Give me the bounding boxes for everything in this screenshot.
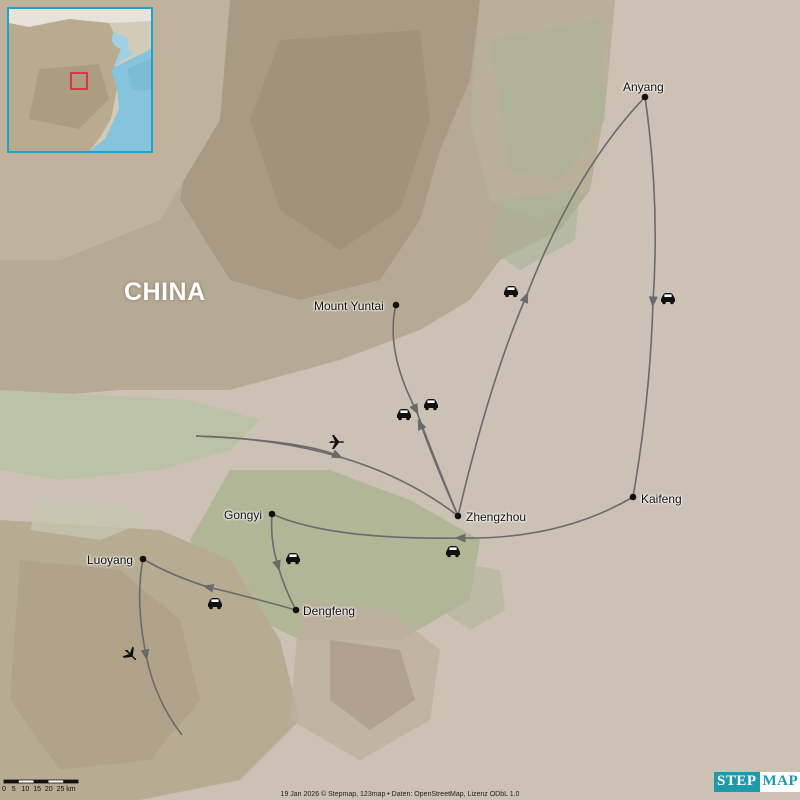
- route-kaifeng-gongyi: [454, 496, 634, 543]
- scale-bar-labels: 0 5 10 15 20 25 km: [2, 786, 76, 793]
- scale-tick: 25 km: [56, 786, 76, 793]
- route-dengfeng-luoyang: [202, 583, 297, 611]
- city-label-mount-yuntai: Mount Yuntai: [314, 299, 384, 313]
- city-dot-mount-yuntai: [392, 301, 400, 309]
- scale-bar: [3, 779, 79, 784]
- city-label-anyang: Anyang: [623, 80, 664, 94]
- route-anyang-kaifeng: [644, 96, 658, 308]
- country-label: CHINA: [124, 278, 206, 306]
- city-dot-kaifeng: [629, 493, 637, 501]
- route-mountyuntai-zhengzhou: [392, 304, 419, 415]
- scale-tick: 20: [44, 786, 53, 793]
- locator-highlight-box: [70, 72, 88, 90]
- city-label-gongyi: Gongyi: [224, 508, 263, 522]
- logo-part-map: MAP: [759, 772, 800, 792]
- logo-part-step: STEP: [714, 772, 760, 792]
- city-dot-gongyi: [268, 510, 276, 518]
- scale-tick: 15: [33, 786, 41, 793]
- city-dot-dengfeng: [292, 606, 300, 614]
- city-dot-zhengzhou: [454, 512, 462, 520]
- city-markers: [139, 93, 649, 614]
- city-dot-anyang: [641, 93, 649, 101]
- scale-tick: 0: [2, 786, 6, 793]
- route-zhengzhou-anyang: [457, 291, 529, 517]
- map-credits: 19 Jan 2026 © Stepmap, 123map • Daten: O…: [280, 791, 520, 798]
- route-gongyi-dengfeng: [270, 513, 281, 572]
- route-plane-luoyang-out: [138, 558, 150, 661]
- city-label-luoyang: Luoyang: [87, 553, 134, 567]
- city-dot-luoyang: [139, 555, 147, 563]
- city-label-kaifeng: Kaifeng: [641, 492, 682, 506]
- route-lines: [138, 96, 658, 736]
- city-label-zhengzhou: Zhengzhou: [466, 510, 527, 524]
- scale-tick: 10: [21, 786, 30, 793]
- city-label-dengfeng: Dengfeng: [303, 604, 356, 618]
- scale-tick: 5: [11, 786, 16, 793]
- locator-inset-map: [7, 7, 153, 153]
